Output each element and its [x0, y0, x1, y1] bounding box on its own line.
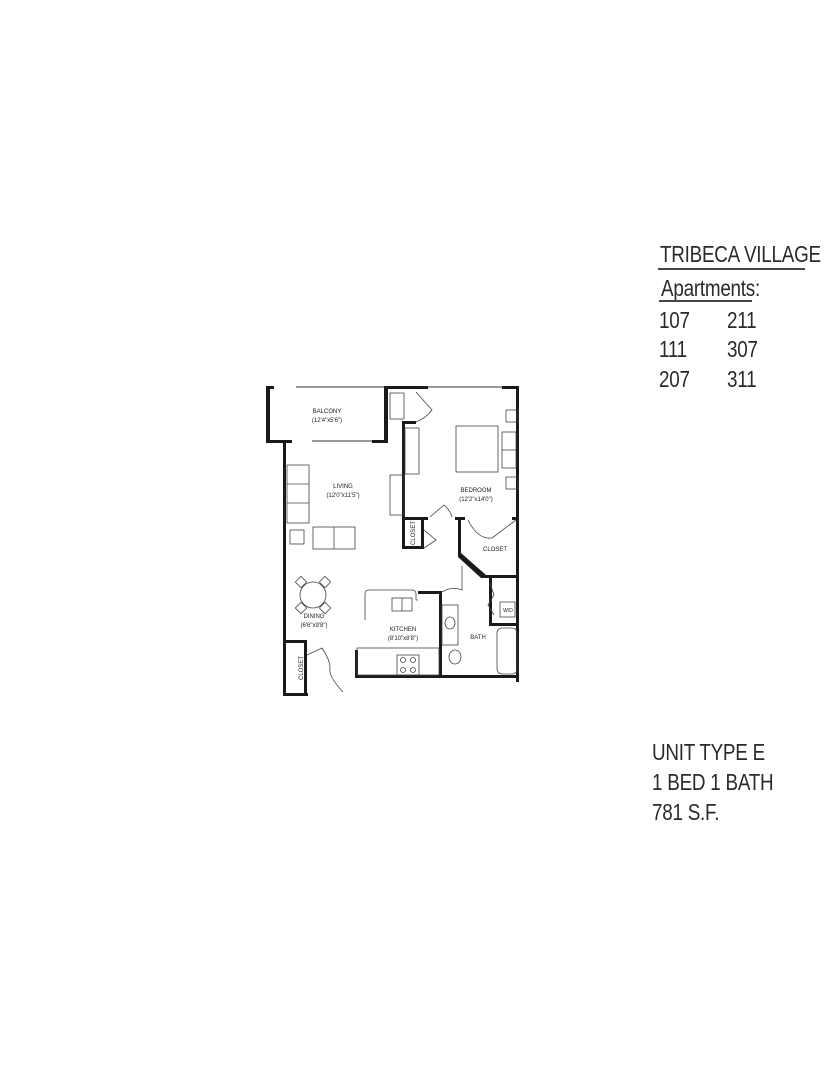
apartment-number: 211	[727, 307, 757, 333]
unit-beds-baths: 1 BED 1 BATH	[652, 769, 774, 795]
room-size-living: (12'0"x11'5")	[326, 493, 359, 499]
fixtures	[286, 391, 519, 693]
vanity	[441, 604, 459, 646]
apartment-number: 311	[727, 366, 757, 392]
apartments-label: Apartments:	[661, 275, 760, 301]
room-label-hall-closet: CLOSET	[411, 521, 417, 545]
washer-dryer	[499, 601, 516, 618]
side-table-icon	[289, 529, 305, 545]
room-label-balcony: BALCONY	[313, 409, 342, 415]
room-label-dining: DINING	[304, 614, 325, 620]
door-swing	[487, 582, 495, 616]
apartment-number: 207	[659, 366, 690, 392]
dining-table-icon	[299, 581, 327, 609]
apartment-number: 107	[659, 307, 690, 333]
room-size-bedroom: (12'2"x14'0")	[459, 497, 493, 503]
walls	[266, 386, 519, 696]
room-size-kitchen: (8'10"x8'8")	[388, 636, 418, 642]
project-title: TRIBECA VILLAGE	[660, 241, 821, 267]
door-swing	[423, 529, 437, 549]
sofa-icon	[286, 464, 310, 524]
dresser	[404, 427, 420, 475]
room-label-laundry: W/D	[503, 608, 513, 614]
apartment-number: 307	[727, 336, 758, 362]
door-swing	[467, 519, 517, 539]
room-size-balcony: (12'4"x5'6")	[312, 418, 342, 424]
door-swing	[429, 504, 453, 518]
room-labels: BALCONY (12'4"x5'6") LIVING (12'0"x11'5"…	[299, 409, 513, 680]
door-swing	[441, 566, 463, 593]
toilet-icon	[448, 649, 462, 665]
bathtub-icon	[496, 627, 518, 675]
kitchen-counter	[364, 589, 418, 620]
room-size-dining: (6'6"x9'8")	[301, 623, 328, 629]
apartment-number: 111	[659, 336, 687, 362]
basin-icon	[444, 616, 456, 630]
room-label-kitchen: KITCHEN	[390, 627, 416, 633]
room-label-entry-closet: CLOSET	[299, 656, 305, 680]
bed-icon	[455, 425, 499, 473]
room-label-living: LIVING	[333, 484, 353, 490]
title-underline	[658, 268, 805, 270]
door-swing	[306, 647, 344, 693]
room-label-bedroom-closet: CLOSET	[483, 547, 507, 553]
unit-type: UNIT TYPE E	[652, 739, 765, 765]
unit-area: 781 S.F.	[652, 799, 720, 825]
room-label-bath: BATH	[470, 635, 486, 641]
stove-icon	[396, 654, 420, 676]
door-swing	[415, 391, 433, 423]
apartments-underline	[659, 300, 752, 302]
room-label-bedroom: BEDROOM	[460, 488, 491, 494]
